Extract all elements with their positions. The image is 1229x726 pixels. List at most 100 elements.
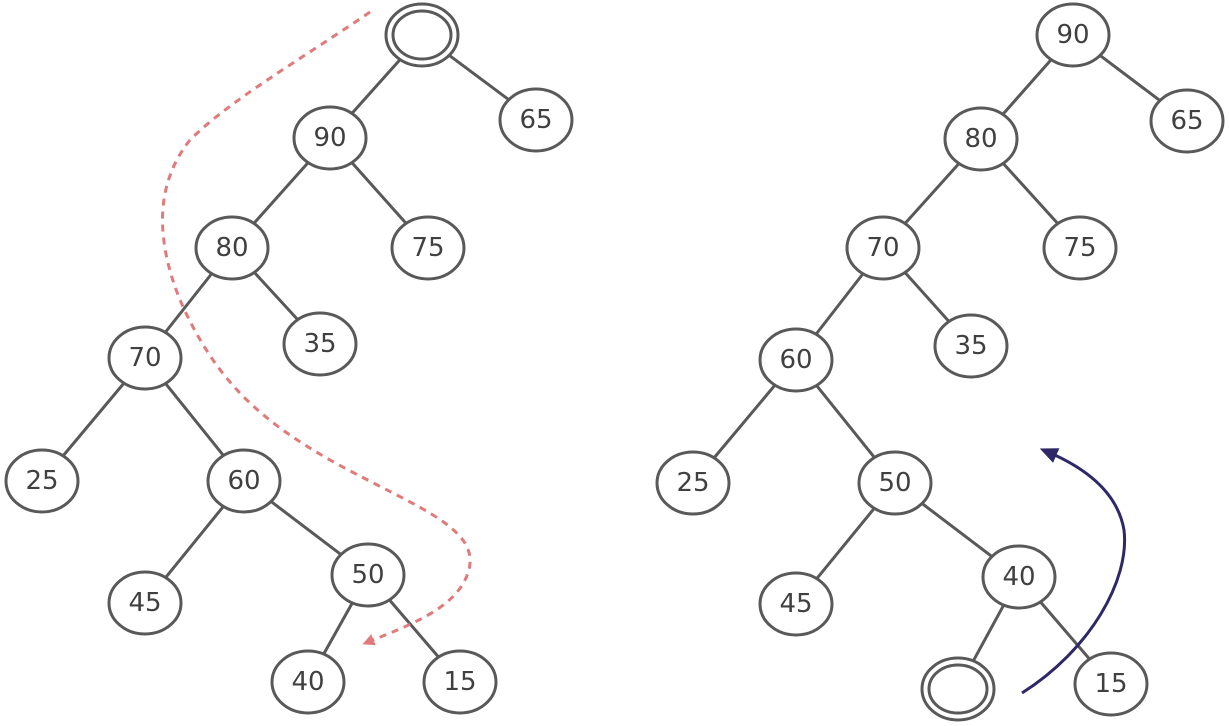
right-node-50: 50 [857,450,933,516]
left-edge-n70-n60 [164,381,225,458]
right-edge-r40-rempty [971,603,1006,663]
node-ellipse [1035,2,1111,68]
node-ellipse [1073,651,1149,717]
node-label: 60 [227,466,260,496]
node-ellipse [282,311,358,377]
right-edge-r50-r45 [815,506,876,581]
node-ellipse [1149,88,1225,154]
node-ellipse [758,327,834,393]
node-ellipse [107,570,183,636]
right-node-35: 35 [933,313,1009,379]
left-edge-root-n65 [447,53,511,102]
node-label: 60 [779,345,812,375]
node-label: 50 [351,560,384,590]
node-label: 70 [866,233,899,263]
left-edge-n90-n80 [252,161,310,225]
node-ellipse [498,87,574,153]
node-ellipse [758,571,834,637]
right-node-25: 25 [655,450,731,516]
node-label: 70 [128,343,161,373]
node-label: 40 [1002,562,1035,592]
right-node-90: 90 [1035,2,1111,68]
right-node-empty [920,656,996,722]
node-ellipse [857,450,933,516]
left-edge-n60-n45 [164,504,225,580]
right-tree-edges [712,53,1162,663]
node-label: 65 [519,105,552,135]
right-edge-r60-r25 [712,383,777,460]
right-node-70: 70 [845,215,921,281]
right-edge-r80-r70 [903,162,961,225]
right-node-40: 40 [981,544,1057,610]
left-node-35: 35 [282,311,358,377]
node-label: 75 [411,233,444,263]
right-node-15: 15 [1073,651,1149,717]
node-label: 35 [954,331,987,361]
right-edge-r90-r65 [1098,53,1162,103]
left-node-60: 60 [206,448,282,514]
left-edge-n80-n70 [163,272,214,334]
left-edge-n70-n25 [61,381,126,458]
left-node-65: 65 [498,87,574,153]
node-ellipse [845,215,921,281]
node-label: 25 [676,468,709,498]
left-node-45: 45 [107,570,183,636]
left-edge-n60-n50 [269,499,343,557]
node-label: 15 [1094,669,1127,699]
right-node-80: 80 [943,106,1019,172]
left-node-15: 15 [422,649,498,715]
right-edge-r80-r75 [1001,161,1060,226]
right-edge-r40-r15 [1038,600,1092,661]
left-node-50: 50 [330,542,406,608]
node-ellipse [194,215,270,281]
left-node-80: 80 [194,215,270,281]
left-edge-n90-n75 [350,161,408,225]
node-ellipse [107,325,183,391]
node-label: 15 [443,667,476,697]
right-node-60: 60 [758,327,834,393]
left-node-40: 40 [270,649,346,715]
node-ellipse [292,105,368,171]
node-label: 45 [779,589,812,619]
node-ellipse [270,649,346,715]
node-label: 50 [878,468,911,498]
node-inner-ellipse [391,9,453,61]
right-edge-r70-r60 [814,272,865,336]
right-edge-r50-r40 [920,501,994,559]
right-node-65: 65 [1149,88,1225,154]
left-node-25: 25 [4,448,80,514]
left-edge-n50-n15 [387,598,441,659]
node-label: 65 [1170,106,1203,136]
left-node-90: 90 [292,105,368,171]
left-tree-nodes: 90 65 80 75 70 35 25 60 45 50 40 15 [4,2,574,715]
node-ellipse [943,106,1019,172]
descent-path-arrow [161,10,472,646]
left-edge-n50-n40 [322,601,354,656]
node-label: 80 [964,124,997,154]
node-label: 90 [1056,20,1089,50]
node-ellipse [4,448,80,514]
right-node-45: 45 [758,571,834,637]
left-edge-root-n90 [350,58,402,115]
node-inner-ellipse [927,663,989,715]
sift-up-arrow [1021,448,1127,695]
right-edge-r70-r35 [903,271,951,323]
right-edge-r90-r80 [1001,58,1053,116]
node-ellipse [933,313,1009,379]
node-label: 35 [303,329,336,359]
left-edge-n80-n35 [252,270,300,322]
node-label: 75 [1063,233,1096,263]
left-node-empty [384,2,460,68]
node-ellipse [390,215,466,281]
node-label: 80 [215,233,248,263]
left-node-75: 75 [390,215,466,281]
node-label: 90 [313,123,346,153]
left-node-70: 70 [107,325,183,391]
node-ellipse [422,649,498,715]
node-label: 45 [128,588,161,618]
node-ellipse [330,542,406,608]
node-ellipse [1042,215,1118,281]
node-ellipse [206,448,282,514]
right-edge-r60-r50 [815,383,876,460]
